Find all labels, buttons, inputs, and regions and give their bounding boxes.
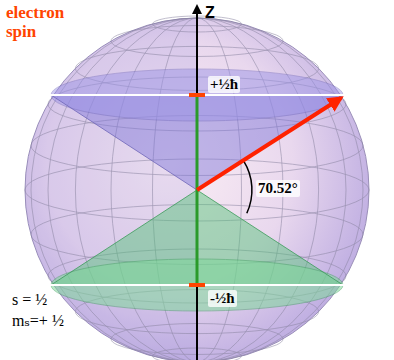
level-value: -½ħ <box>208 290 237 307</box>
level-value: +½ħ <box>208 76 240 93</box>
z-axis <box>196 6 198 360</box>
axis-label: Z <box>205 4 215 22</box>
figure-heading: electron spin <box>6 4 84 41</box>
level-tick <box>189 283 205 287</box>
level-line <box>40 94 356 96</box>
quantum-number: s = ½ <box>10 291 49 309</box>
spin-vector <box>197 98 341 190</box>
quantum-number: mₛ=+ ½ <box>10 312 66 330</box>
angle-value: 70.52° <box>256 180 300 197</box>
angle-arc <box>244 161 252 213</box>
level-tick <box>189 93 205 97</box>
level-line <box>40 284 356 286</box>
